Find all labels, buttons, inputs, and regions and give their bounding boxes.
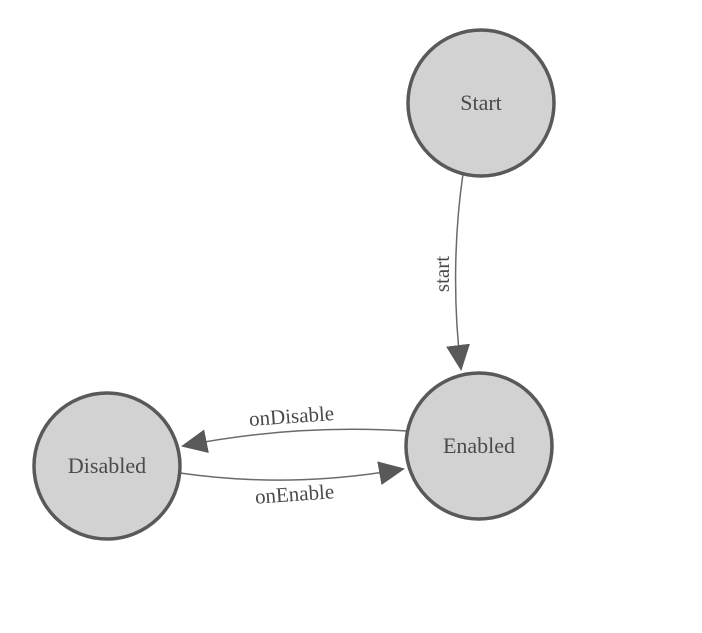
state-nodes: Start Enabled Disabled [32,28,556,541]
state-circle-start [406,28,556,178]
transition-edges [179,173,470,485]
state-node-enabled: Enabled [404,371,554,521]
state-node-disabled: Disabled [32,391,182,541]
edge-start-to-enabled [446,173,470,371]
edge-label-start: start [430,256,454,292]
edge-labels: start onDisable onEnable [248,256,454,509]
state-label-start: Start [460,90,502,115]
edge-label-ondisable: onDisable [248,401,335,431]
edge-label-onenable: onEnable [254,479,335,508]
state-label-enabled: Enabled [443,433,515,458]
state-circle-disabled [32,391,182,541]
edge-enabled-to-disabled [181,428,408,454]
state-node-start: Start [406,28,556,178]
state-circle-enabled [404,371,554,521]
edge-disabled-to-enabled [179,461,405,485]
state-label-disabled: Disabled [68,453,146,478]
